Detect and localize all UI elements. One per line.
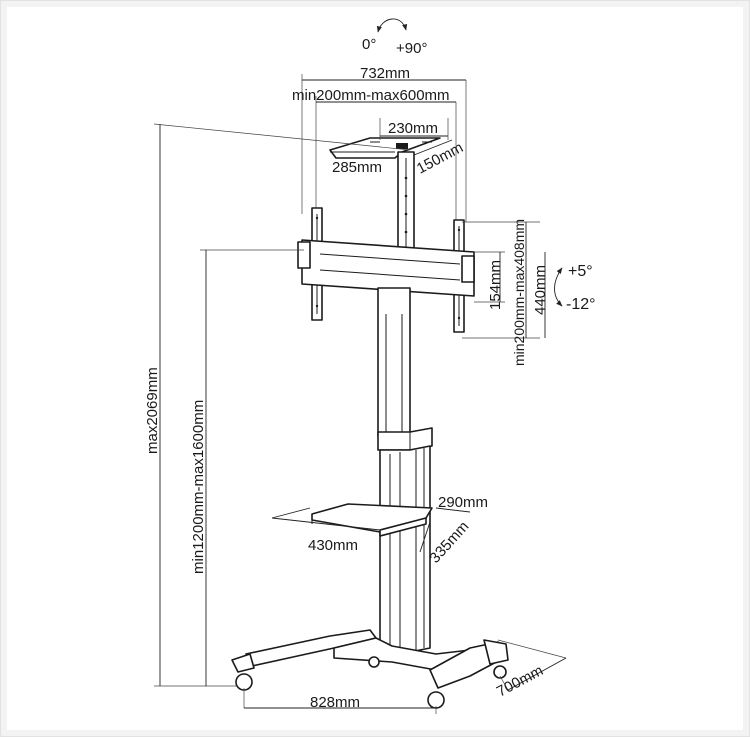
overall-width-label: 732mm xyxy=(360,65,410,82)
base-width-dimension xyxy=(243,688,437,714)
top-plate-depth-dimension xyxy=(330,139,453,156)
bracket-height-label: 154mm xyxy=(487,260,504,310)
base-frame xyxy=(231,629,509,689)
vesa-height-dimension xyxy=(462,221,540,339)
tilt-down-label: -12° xyxy=(566,296,596,313)
arm-height-label: 440mm xyxy=(532,265,549,315)
rotation-end-label: +90° xyxy=(396,40,427,57)
column-collar xyxy=(377,427,433,451)
lower-column xyxy=(379,445,431,653)
rotation-arrow-icon xyxy=(376,18,408,33)
base-width-label: 828mm xyxy=(310,694,360,711)
top-plate-width-dimension xyxy=(379,118,449,140)
bracket-height-dimension xyxy=(474,251,505,303)
tilt-arrow-icon xyxy=(554,267,563,307)
top-plate xyxy=(329,137,441,159)
shelf-width-label: 430mm xyxy=(308,537,358,554)
top-plate-depth-a-label: 285mm xyxy=(332,159,382,176)
max-height-label: max2069mm xyxy=(144,367,161,454)
main-column xyxy=(377,287,411,437)
shelf xyxy=(311,503,433,537)
height-range-dimension xyxy=(200,249,304,686)
rotation-start-label: 0° xyxy=(362,36,376,53)
shelf-side-label: 335mm xyxy=(426,518,472,567)
max-height-dimension xyxy=(153,123,411,687)
height-range-label: min1200mm-max1600mm xyxy=(190,400,207,574)
caster-wheels xyxy=(235,656,507,709)
overall-width-dimension xyxy=(301,74,467,222)
tilt-up-label: +5° xyxy=(568,263,593,280)
mounting-bar xyxy=(297,239,475,297)
shelf-dimensions xyxy=(271,507,471,553)
vesa-width-label: min200mm-max600mm xyxy=(292,87,450,104)
vesa-height-label: min200mm-max408mm xyxy=(511,219,527,366)
top-plate-width-label: 230mm xyxy=(388,120,438,137)
shelf-depth-label: 290mm xyxy=(438,494,488,511)
base-depth-dimension xyxy=(497,639,567,691)
vesa-width-dimension xyxy=(315,96,457,222)
